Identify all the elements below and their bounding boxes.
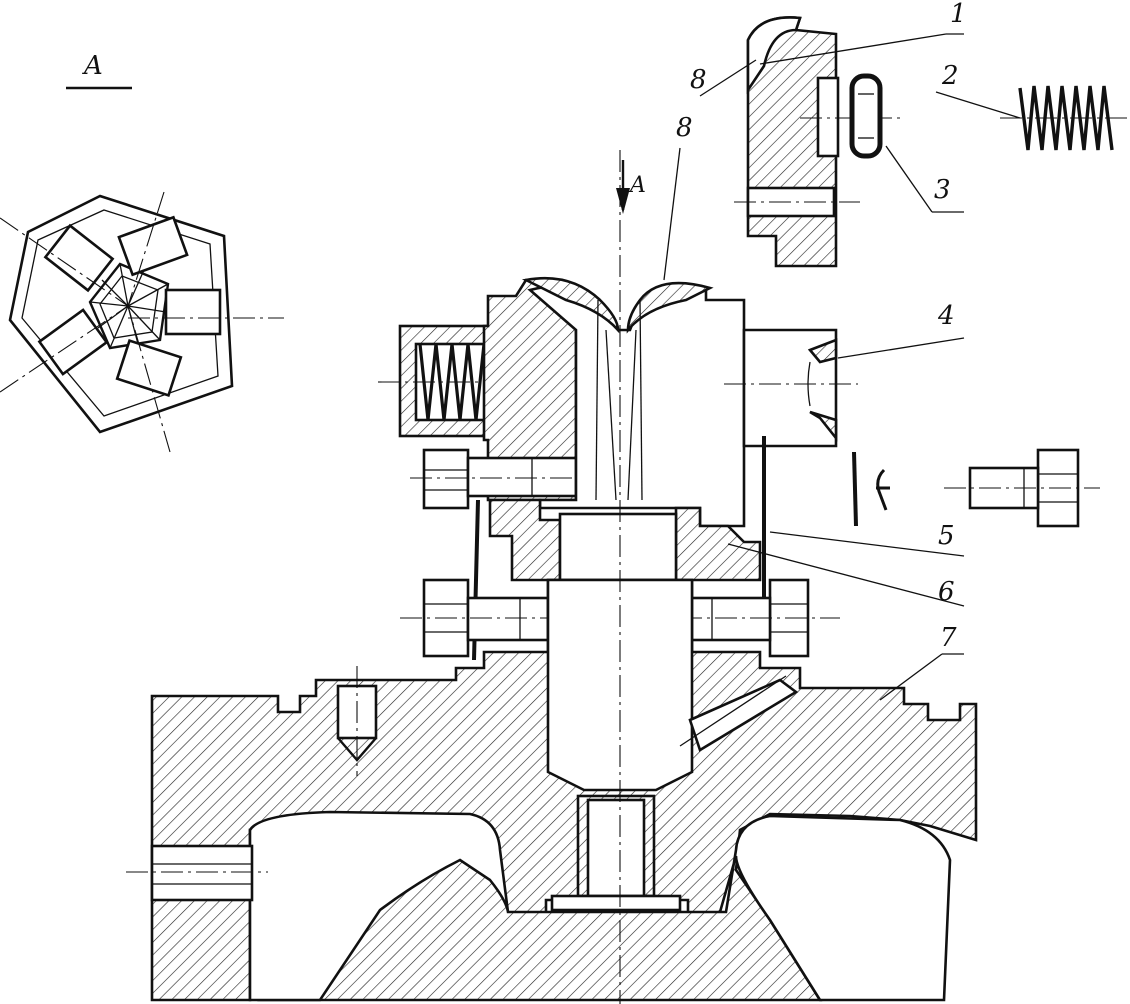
jaw-bottom — [115, 338, 183, 398]
bolt-detached-head — [1036, 448, 1080, 528]
label-8-column: 8 — [676, 113, 693, 143]
part-5-strip-detail — [852, 451, 890, 527]
pentagon-core-inner — [99, 275, 159, 339]
leader-3 — [885, 145, 933, 213]
part-1-lip — [746, 16, 802, 95]
pentagon-centerlines — [0, 191, 284, 453]
label-4: 4 — [937, 301, 955, 331]
part-3-pin-body — [849, 73, 883, 159]
base-plug — [550, 894, 682, 912]
part-5-arrow-mark — [876, 468, 890, 511]
bolt-upper-left-shank — [466, 456, 578, 498]
jaw-right — [164, 288, 222, 336]
label-5: 5 — [938, 521, 955, 551]
base-side-bore — [150, 844, 254, 902]
collar-right — [674, 506, 762, 582]
jaw-tip-right — [626, 281, 714, 334]
tapped-hole-tip — [337, 737, 377, 762]
bolt-lower-left-shank — [466, 596, 550, 642]
leader-5 — [769, 531, 965, 557]
view-a-arrow-label: A — [628, 173, 646, 198]
collar-left — [488, 498, 562, 582]
part-1-slot — [816, 76, 840, 158]
label-3: 3 — [934, 175, 951, 205]
part-2-coil — [1018, 85, 1114, 151]
part-4-housing — [742, 328, 838, 448]
leader-1 — [759, 33, 947, 65]
taper-line-right — [627, 329, 637, 501]
collar-bore — [558, 512, 678, 582]
view-a-label: A — [82, 51, 103, 81]
taper-line-left — [605, 329, 617, 501]
main-assembly — [126, 150, 978, 1004]
label-8-top: 8 — [690, 65, 707, 95]
bolt-detached — [944, 448, 1100, 528]
jaw-tip-left — [521, 276, 620, 334]
label-1: 1 — [950, 0, 967, 29]
label-2: 2 — [941, 61, 959, 91]
leader-6 — [727, 543, 965, 607]
part-2-spring — [1000, 82, 1128, 152]
part-1-jaw-section — [734, 16, 900, 268]
part-labels: 1 2 3 4 5 6 7 8 8 — [676, 0, 967, 653]
jaw-left-bottom — [37, 308, 109, 376]
leader-7 — [879, 653, 943, 701]
part-4-cap-top — [807, 338, 838, 364]
view-a-arrow: A — [616, 160, 646, 214]
pentagon-view-a — [0, 191, 284, 453]
label-7: 7 — [940, 623, 957, 653]
part-3-pin — [849, 73, 883, 159]
leader-4 — [837, 337, 965, 359]
leader-8a — [699, 59, 757, 97]
part-4-cap-bottom — [809, 410, 838, 442]
bolt-upper-left — [410, 448, 590, 510]
base-lower-bore — [586, 798, 646, 898]
angled-channel — [688, 678, 799, 752]
leader-lines — [663, 33, 1021, 701]
view-a-label-group: A — [66, 51, 132, 90]
label-6: 6 — [938, 577, 955, 607]
jaw-top — [117, 215, 189, 277]
leader-2 — [935, 91, 1021, 119]
pentagon-inner-ring — [21, 209, 219, 417]
jaw-left-top — [43, 223, 115, 293]
bolt-lower-right-shank — [686, 596, 772, 642]
bolt-upper-left-head — [422, 448, 470, 510]
leader-8b — [663, 147, 681, 281]
